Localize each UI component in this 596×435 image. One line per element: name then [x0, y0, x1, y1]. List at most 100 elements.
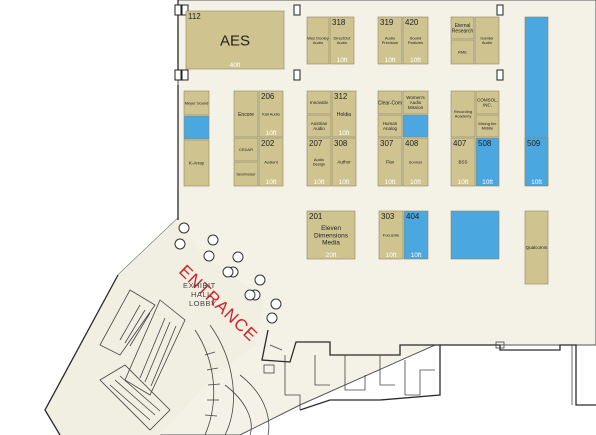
booth-size: 10ft [410, 57, 421, 64]
booth-203[interactable]: CEDAR [233, 137, 259, 162]
booth-309[interactable]: Clear-Com [377, 90, 403, 115]
booth-shape [402, 16, 429, 65]
booth-qualcomm[interactable]: Qualcomm [524, 210, 549, 285]
booth-105[interactable]: K-Array [183, 139, 210, 187]
booth-shape [306, 90, 332, 115]
booth-number: 207 [309, 139, 323, 148]
booth-shape [475, 90, 500, 115]
booth-106[interactable] [183, 115, 210, 140]
booth-shape [450, 90, 476, 138]
booth-shape [233, 137, 259, 162]
booth-205[interactable]: Encore [233, 90, 259, 138]
hall-walls [44, 0, 596, 435]
booth-shape [183, 90, 210, 116]
lobby-tables [174, 222, 282, 324]
booth-size: 20ft [326, 252, 337, 259]
booth-number: 202 [261, 139, 275, 148]
booth-shape [306, 114, 332, 138]
booth-213[interactable]: Innovativ [306, 90, 332, 115]
booth-number: 308 [334, 139, 348, 148]
booth-shape [377, 16, 403, 65]
booth-204[interactable]: Sennheiser [233, 161, 259, 187]
booth-number: 420 [405, 18, 419, 27]
lobby-label-line-1: EXHIBIT [183, 281, 216, 290]
lobby-label-line-2: HALL [191, 290, 212, 299]
booth-shape [306, 137, 332, 187]
booth-shape [377, 90, 403, 115]
booth-shape [377, 137, 403, 187]
booth-number: 206 [261, 92, 275, 101]
booth-size: 10ft [266, 130, 277, 137]
booth-name: Clear-Com [378, 100, 402, 106]
booth-name: Meyer Sound [185, 100, 209, 105]
booth-412[interactable] [402, 114, 429, 138]
booth-shape [233, 90, 259, 138]
booth-shape [233, 161, 259, 187]
booth-shape [183, 139, 210, 187]
booth-size: 10ft [531, 179, 542, 186]
booth-shape [450, 210, 500, 260]
booth-104[interactable]: Meyer Sound [183, 90, 210, 116]
booth-shape [475, 137, 500, 187]
booth-shape [524, 137, 549, 187]
booth-size: 40ft [230, 62, 241, 69]
booth-number: 404 [406, 212, 420, 221]
booth-422b[interactable]: RME [450, 39, 475, 65]
booth-413b[interactable]: COMSOL,INC. [475, 90, 500, 115]
lobby-stairs [99, 289, 270, 435]
booth-403[interactable] [450, 210, 500, 260]
booth-number: 508 [478, 139, 492, 148]
booth-shape [258, 137, 284, 187]
booth-name: Innovativ [310, 100, 329, 105]
lobby-floor [45, 218, 265, 435]
booth-name: BSS [458, 160, 467, 165]
booth-shape [377, 114, 403, 138]
booth-size: 10ft [411, 252, 422, 259]
booth-shape [450, 16, 475, 40]
booth-name: Encore [238, 112, 254, 118]
booth-shape [475, 114, 500, 138]
booth-size: 10ft [386, 252, 397, 259]
booth-name: Focusrite [383, 232, 400, 237]
booth-name: K-Array [189, 161, 205, 166]
booth-name: Sonnox [409, 159, 423, 164]
booth-shape [450, 137, 476, 187]
booth-number: 112 [188, 12, 201, 21]
booth-name: Audient [264, 159, 278, 164]
booth-size: 10ft [314, 179, 325, 186]
booth-shape [306, 16, 330, 65]
booth-shape [402, 114, 429, 138]
booth-404[interactable]: 404 10ft [403, 210, 429, 260]
